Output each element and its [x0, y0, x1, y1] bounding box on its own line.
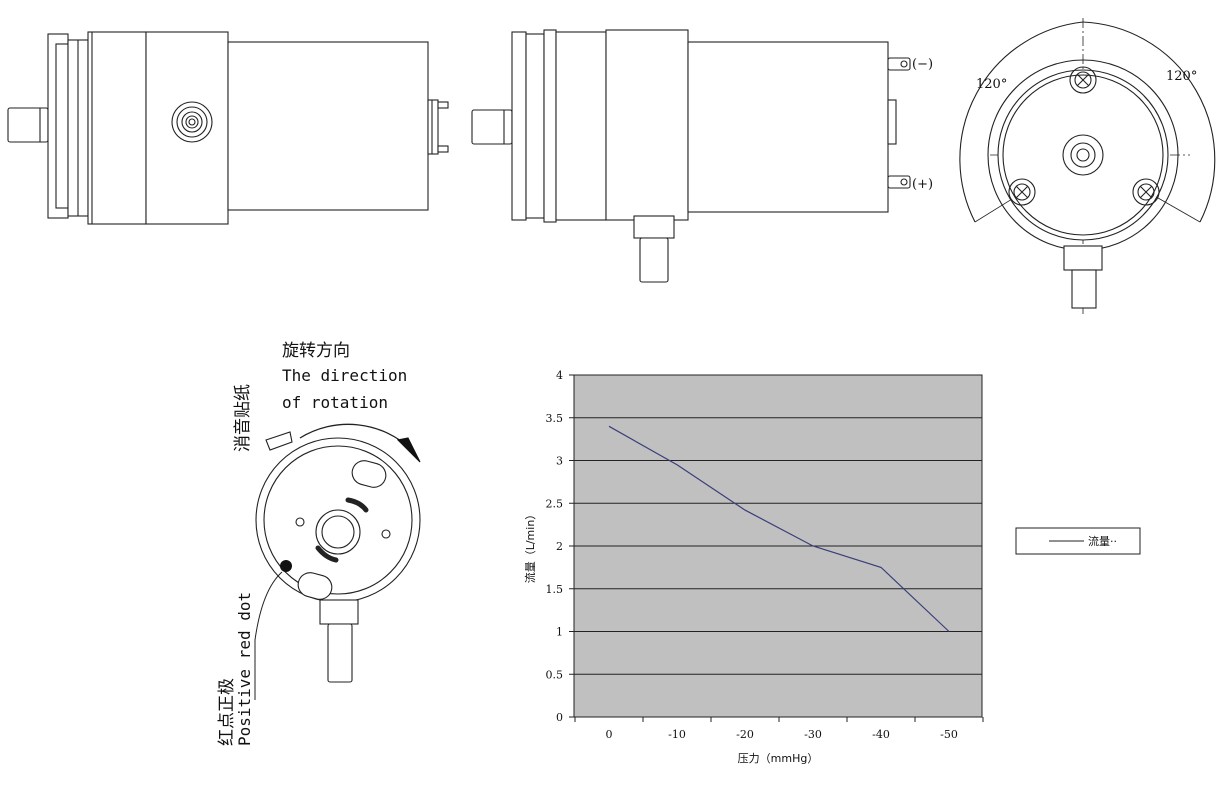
rotation-title-en-1: The direction: [282, 366, 407, 385]
positive-terminal-label: (+): [912, 177, 933, 192]
y-tick-label: 2: [556, 540, 563, 553]
y-axis-label: 流量（L/min）: [523, 509, 537, 584]
red-dot-label-en: Positive red dot: [235, 592, 254, 746]
end-view: [959, 18, 1216, 314]
rotation-title-cn: 旋转方向: [282, 341, 350, 361]
side-view-left: [7, 31, 449, 225]
y-tick-label: 3.5: [546, 412, 564, 425]
y-tick-label: 1.5: [546, 583, 564, 596]
legend-label: 流量··: [1088, 534, 1117, 548]
y-tick-label: 0: [556, 711, 563, 724]
flow-pressure-chart: 0 0.5 1 1.5 2 2.5 3 3.5 4 0 -10 -20 -30 -40 -50 压力（mmHg…: [523, 369, 1141, 765]
x-axis-label: 压力（mmHg）: [738, 752, 819, 765]
angle-label-right: 120°: [1166, 69, 1197, 84]
red-dot-leader: [254, 571, 283, 700]
y-tick-label: 3: [556, 455, 563, 468]
x-tick-label: -50: [940, 728, 958, 741]
x-tick-label: -20: [736, 728, 754, 741]
rotation-title-en-2: of rotation: [282, 393, 388, 412]
y-tick-label: 1: [556, 626, 563, 639]
x-tick-label: -30: [804, 728, 822, 741]
sticker-label: 消音贴纸: [233, 384, 253, 452]
y-tick-label: 0.5: [546, 668, 564, 681]
y-tick-label: 2.5: [546, 497, 564, 510]
rotation-diagram: [255, 423, 421, 683]
angle-label-left: 120°: [976, 77, 1007, 92]
x-tick-label: -10: [668, 728, 686, 741]
y-tick-label: 4: [556, 369, 563, 382]
series-line: [608, 425, 950, 632]
red-dot-marker: [280, 560, 292, 572]
side-view-middle: [471, 29, 911, 283]
x-tick-label: -40: [872, 728, 890, 741]
x-tick-label: 0: [606, 728, 613, 741]
red-dot-label-cn: 红点正极: [217, 678, 237, 746]
negative-terminal-label: (−): [912, 57, 933, 72]
